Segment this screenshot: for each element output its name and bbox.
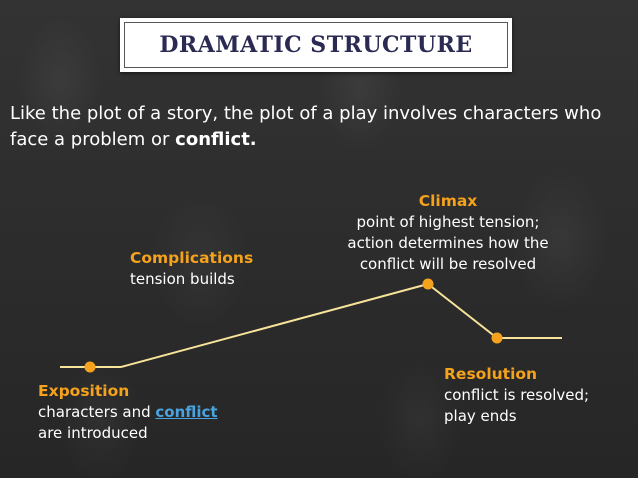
resolution-dot: [491, 332, 503, 344]
complications-label: Complications tension builds: [130, 248, 253, 290]
climax-dot: [422, 278, 434, 290]
intro-text: Like the plot of a story, the plot of a …: [10, 101, 630, 153]
exposition-dot: [84, 361, 96, 373]
climax-label: Climax point of highest tension; action …: [325, 191, 571, 275]
climax-desc-3: conflict will be resolved: [359, 255, 537, 273]
slide-title: DRAMATIC STRUCTURE: [159, 32, 473, 58]
resolution-heading: Resolution: [444, 365, 538, 383]
resolution-desc-1: conflict is resolved;: [444, 386, 590, 404]
title-box: DRAMATIC STRUCTURE: [120, 18, 512, 72]
climax-desc-1: point of highest tension;: [356, 213, 540, 231]
rising-action-segment: [120, 283, 429, 368]
exposition-label: Exposition characters and conflict are i…: [38, 381, 218, 444]
exposition-desc-text: characters and: [38, 403, 156, 421]
climax-heading: Climax: [418, 192, 478, 210]
resolution-label: Resolution conflict is resolved; play en…: [444, 364, 589, 427]
climax-desc-2: action determines how the: [347, 234, 549, 252]
complications-heading: Complications: [130, 249, 254, 267]
exposition-desc-2: are introduced: [38, 424, 148, 442]
intro-text-plain: Like the plot of a story, the plot of a …: [10, 103, 602, 150]
conflict-link[interactable]: conflict: [155, 403, 218, 421]
exposition-heading: Exposition: [38, 382, 130, 400]
intro-text-bold: conflict.: [175, 129, 257, 150]
falling-action-segment: [427, 283, 498, 339]
resolution-desc-2: play ends: [444, 407, 517, 425]
complications-desc: tension builds: [130, 270, 235, 288]
exposition-desc-1: characters and conflict: [38, 402, 218, 423]
